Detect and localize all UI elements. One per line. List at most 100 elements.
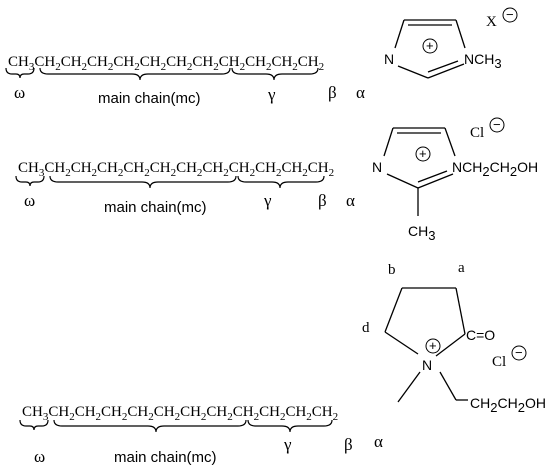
omega-label-2: ω: [24, 191, 35, 210]
chain-subscript: 2: [292, 61, 298, 73]
chain-subscript: 2: [276, 167, 282, 179]
imidazolium-ring-1: [394, 19, 466, 79]
structure-3: CH3CH2CH2CH2CH2CH2CH2CH2CH2CH2CH2CH2 ω m…: [19, 260, 546, 466]
chain-methylene: CH: [192, 54, 213, 70]
chain-methylene: CH: [298, 54, 319, 70]
beta-label-1: β: [328, 83, 337, 102]
chain-subscript: 2: [108, 61, 114, 73]
chain-methylene: CH: [166, 54, 187, 70]
main-chain-brace-3: [53, 419, 247, 433]
chain-methylene: CH: [101, 404, 122, 420]
ring-nitrogen-3: N: [422, 357, 432, 373]
chain-methylene: CH: [48, 404, 69, 420]
cation-charge-3: +: [429, 338, 437, 353]
chain-subscript: 2: [227, 411, 233, 423]
chain-methylene: CH: [87, 54, 108, 70]
ring-nitrogen-left-2: N: [372, 159, 382, 175]
ring-nitrogen-right-1: NCH3: [464, 51, 502, 71]
omega-label-3: ω: [34, 447, 45, 466]
chain-methylene: CH: [255, 160, 276, 176]
chain-methyl: CH: [8, 54, 29, 70]
beta-label-3: β: [344, 435, 353, 454]
chain-methylene: CH: [71, 160, 92, 176]
chain-subscript: 2: [96, 411, 102, 423]
chain-subscript: 3: [43, 411, 49, 423]
omega-label-1: ω: [14, 83, 25, 102]
chain-methylene: CH: [308, 160, 329, 176]
hydroxyethyl-group-3: CH2CH2OH: [470, 395, 546, 415]
cation-charge-circle-2: [415, 146, 431, 162]
methyl-group-2: CH3: [408, 223, 435, 243]
chain-subscript: 2: [148, 411, 154, 423]
gamma-brace-2: [237, 175, 325, 189]
chain-methylene: CH: [233, 404, 254, 420]
chain-subscript: 2: [197, 167, 203, 179]
chain-subscript: 2: [329, 167, 335, 179]
alpha-label-1: α: [356, 83, 365, 102]
chain-methylene: CH: [312, 404, 333, 420]
chain-methylene: CH: [154, 404, 175, 420]
chain-methylene: CH: [34, 54, 55, 70]
chain-subscript: 2: [65, 167, 71, 179]
cation-charge-2: +: [419, 146, 427, 161]
cation-charge-circle-3: [425, 338, 441, 354]
chain-methylene: CH: [97, 160, 118, 176]
chain-subscript: 2: [302, 167, 308, 179]
ring-nitrogen-right-2: NCH2CH2OH: [452, 159, 538, 179]
carbonyl-group-3: C=O: [466, 327, 495, 343]
ring-nitrogen-left-1: N: [384, 51, 394, 67]
chain-methylene: CH: [259, 404, 280, 420]
chain-subscript: 2: [69, 411, 75, 423]
chain-methylene: CH: [113, 54, 134, 70]
chain-methylene: CH: [229, 160, 250, 176]
chain-methylene: CH: [75, 404, 96, 420]
ring-position-a: a: [458, 260, 465, 276]
chain-subscript: 2: [92, 167, 98, 179]
cation-charge-circle-1: [422, 38, 438, 54]
chain-subscript: 2: [55, 61, 61, 73]
chain-subscript: 2: [201, 411, 207, 423]
chain-methylene: CH: [180, 404, 201, 420]
chain-subscript: 2: [333, 411, 339, 423]
chain-subscript: 2: [280, 411, 286, 423]
beta-label-2: β: [318, 191, 327, 210]
chain-subscript: 2: [254, 411, 260, 423]
structure-2: CH3CH2CH2CH2CH2CH2CH2CH2CH2CH2CH2CH2 ω m…: [15, 117, 538, 243]
chain-subscript: 2: [250, 167, 256, 179]
alkyl-chain-2: CH3CH2CH2CH2CH2CH2CH2CH2CH2CH2CH2CH2: [18, 160, 334, 179]
anion-charge-circle-3: [511, 345, 527, 361]
main-chain-brace-1: [39, 67, 231, 81]
chain-subscript: 2: [171, 167, 177, 179]
chain-subscript: 2: [240, 61, 246, 73]
chain-methylene: CH: [44, 160, 65, 176]
chain-subscript: 2: [213, 61, 219, 73]
chain-methylene: CH: [285, 404, 306, 420]
anion-charge-circle-1: [502, 7, 518, 23]
chain-subscript: 2: [118, 167, 124, 179]
alkyl-chain-1: CH3CH2CH2CH2CH2CH2CH2CH2CH2CH2CH2CH2: [8, 54, 324, 73]
anion-symbol-2: Cl: [470, 125, 484, 141]
structure-1: CH3CH2CH2CH2CH2CH2CH2CH2CH2CH2CH2CH2 ω m…: [5, 7, 518, 107]
chain-subscript: 2: [161, 61, 167, 73]
chain-methyl: CH: [22, 404, 43, 420]
chain-methylene: CH: [245, 54, 266, 70]
chain-subscript: 2: [223, 167, 229, 179]
chain-subscript: 3: [29, 61, 35, 73]
anion-symbol-3: Cl: [492, 354, 506, 370]
alkyl-chain-3: CH3CH2CH2CH2CH2CH2CH2CH2CH2CH2CH2CH2: [22, 404, 338, 423]
gamma-label-1: γ: [267, 85, 276, 104]
chain-methylene: CH: [281, 160, 302, 176]
chain-methylene: CH: [176, 160, 197, 176]
chain-subscript: 2: [122, 411, 128, 423]
anion-charge-circle-2: [489, 117, 505, 133]
chain-methylene: CH: [140, 54, 161, 70]
chain-subscript: 3: [39, 167, 45, 179]
anion-charge-3: −: [515, 345, 523, 360]
chain-subscript: 2: [82, 61, 88, 73]
chain-methylene: CH: [150, 160, 171, 176]
anion-symbol-1: X: [486, 14, 497, 30]
anion-charge-2: −: [493, 117, 501, 132]
chain-methylene: CH: [271, 54, 292, 70]
chain-methyl: CH: [18, 160, 39, 176]
